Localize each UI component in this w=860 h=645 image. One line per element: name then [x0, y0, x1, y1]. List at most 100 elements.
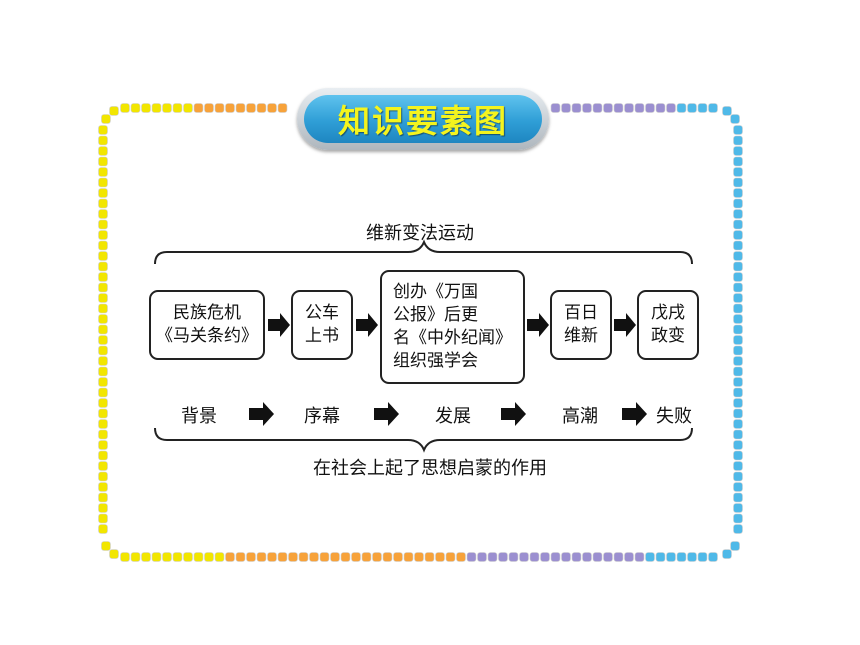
frame-dot — [98, 314, 108, 324]
frame-dot — [246, 552, 256, 562]
frame-dot — [277, 552, 288, 562]
frame-dot — [529, 552, 540, 562]
frame-dot — [624, 103, 634, 113]
flow-box-line: 政变 — [651, 326, 685, 346]
frame-dot — [733, 450, 743, 461]
flow-box-coup: 戊戌 政变 — [637, 290, 699, 360]
frame-dot — [733, 324, 743, 335]
flow-box-line: 戊戌 — [651, 303, 685, 323]
frame-dot — [98, 135, 108, 146]
frame-dot — [130, 103, 141, 113]
frame-dot — [162, 552, 172, 562]
frame-dot — [733, 146, 743, 156]
frame-dot — [733, 261, 743, 272]
frame-dot — [733, 177, 743, 188]
frame-dot — [183, 552, 193, 562]
frame-dot — [540, 552, 550, 562]
frame-dot — [697, 103, 708, 113]
frame-dot — [109, 549, 119, 559]
frame-dot — [733, 471, 743, 482]
page-title: 知识要素图 — [337, 102, 508, 140]
frame-dot — [204, 552, 214, 562]
flow-box-line: 上书 — [305, 326, 339, 346]
frame-dot — [98, 356, 108, 366]
frame-dot — [634, 552, 645, 562]
frame-dot — [634, 103, 645, 113]
frame-dot — [613, 103, 624, 113]
frame-dot — [733, 377, 743, 387]
frame-dot — [733, 303, 743, 314]
frame-dot — [733, 156, 743, 167]
frame-dot — [98, 440, 108, 450]
frame-dot — [98, 177, 108, 188]
frame-dot — [582, 103, 592, 113]
frame-dot — [98, 240, 108, 251]
frame-dot — [733, 482, 743, 492]
frame-dot — [733, 272, 743, 282]
frame-dot — [733, 188, 743, 198]
frame-dot — [98, 303, 108, 314]
frame-dot — [267, 103, 277, 113]
flow-box-background: 民族危机 《马关条约》 — [149, 290, 265, 360]
frame-dot — [498, 552, 508, 562]
frame-dot — [372, 552, 382, 562]
frame-dot — [645, 103, 655, 113]
flow-box-line: 《马关条约》 — [156, 326, 258, 346]
frame-dot — [382, 552, 393, 562]
flow-box-development: 创办《万国 公报》后更 名《中外纪闻》 组织强学会 — [380, 270, 525, 384]
frame-dot — [592, 103, 603, 113]
frame-dot — [183, 103, 193, 113]
frame-dot — [98, 503, 108, 513]
frame-dot — [733, 125, 743, 135]
frame-dot — [256, 552, 267, 562]
frame-dot — [98, 146, 108, 156]
frame-dot — [98, 408, 108, 419]
frame-dot — [120, 103, 130, 113]
frame-dot — [666, 103, 676, 113]
frame-dot — [193, 103, 204, 113]
title-badge: 知识要素图 — [297, 88, 549, 150]
frame-dot — [98, 524, 108, 534]
frame-dot — [477, 552, 487, 562]
frame-dot — [98, 419, 108, 429]
frame-dot — [361, 552, 372, 562]
frame-dot — [687, 552, 697, 562]
frame-dot — [98, 209, 108, 219]
frame-dot — [98, 282, 108, 293]
frame-dot — [98, 251, 108, 261]
frame-dot — [214, 103, 225, 113]
frame-dot — [98, 125, 108, 135]
frame-dot — [98, 324, 108, 335]
frame-dot — [98, 230, 108, 240]
frame-dot — [151, 103, 162, 113]
frame-dot — [98, 219, 108, 230]
frame-dot — [582, 552, 592, 562]
frame-dot — [550, 552, 561, 562]
flow-box-line: 维新 — [564, 326, 598, 346]
frame-dot — [571, 552, 582, 562]
frame-dot — [351, 552, 361, 562]
frame-dot — [571, 103, 582, 113]
frame-dot — [330, 552, 340, 562]
frame-dot — [733, 408, 743, 419]
frame-dot — [519, 552, 529, 562]
frame-dot — [98, 345, 108, 356]
frame-dot — [162, 103, 172, 113]
stage-label-failure: 失败 — [656, 406, 692, 427]
frame-dot — [98, 513, 108, 524]
frame-dot — [309, 552, 319, 562]
frame-dot — [733, 513, 743, 524]
frame-dot — [733, 335, 743, 345]
frame-dot — [708, 103, 718, 113]
frame-dot — [214, 552, 225, 562]
frame-dot — [235, 552, 246, 562]
frame-dot — [414, 552, 424, 562]
frame-dot — [98, 167, 108, 177]
frame-dot — [403, 552, 414, 562]
stage-label-development: 发展 — [435, 406, 471, 427]
frame-dot — [733, 524, 743, 534]
frame-dot — [733, 314, 743, 324]
frame-dot — [98, 261, 108, 272]
frame-dot — [193, 552, 204, 562]
